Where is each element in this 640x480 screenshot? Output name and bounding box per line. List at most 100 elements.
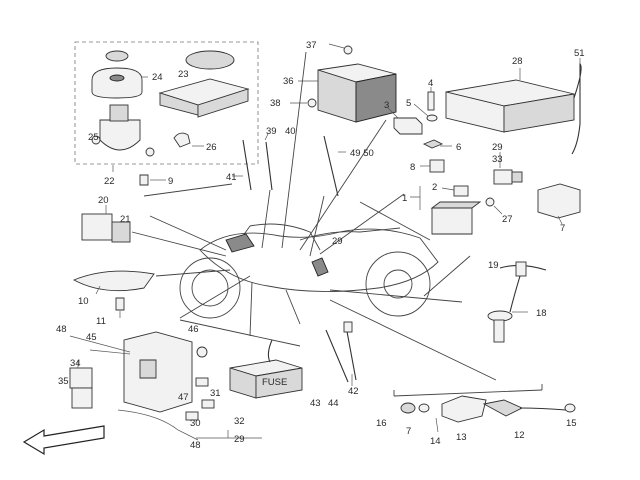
- leader-1-bracket: [410, 186, 421, 210]
- callout-4: 4: [428, 78, 433, 89]
- switch-12: [482, 399, 524, 417]
- harness-top: [232, 133, 346, 197]
- ecu-36-group: [290, 43, 397, 123]
- screw-37: [343, 45, 353, 55]
- callout-12: 12: [514, 430, 525, 441]
- relay-34: [69, 367, 93, 389]
- clamp-15: [564, 403, 576, 413]
- lead-q: [179, 319, 301, 347]
- leader-39: [264, 133, 269, 141]
- callout-29-bike: 29: [332, 236, 343, 247]
- callout-22: 22: [104, 176, 115, 187]
- callout-13: 13: [456, 432, 467, 443]
- bottom-right-bracket: [393, 389, 543, 397]
- leaders-to-bike: [131, 51, 497, 381]
- callout-40: 40: [285, 126, 296, 137]
- lead-d: [155, 269, 231, 277]
- lead-n: [179, 275, 251, 319]
- callout-20: 20: [98, 195, 109, 206]
- connector-19: [515, 261, 527, 277]
- fuse-2: [453, 185, 469, 197]
- direction-arrow-icon: [22, 425, 105, 456]
- callout-41: 41: [226, 172, 237, 183]
- sidestand-switch-group: [487, 261, 547, 343]
- leader-10: [95, 285, 101, 295]
- callout-51: 51: [574, 48, 585, 59]
- relay-20: [81, 213, 113, 241]
- leader-3: [387, 107, 399, 119]
- fairing-body: [199, 228, 439, 293]
- battery-group: [387, 58, 582, 235]
- lead-l: [329, 289, 463, 303]
- keyhole: [109, 74, 125, 82]
- callout-44: 44: [328, 398, 339, 409]
- fuse-box-group: FUSE: [185, 339, 303, 439]
- lead-j: [359, 201, 431, 241]
- starter-relay-top: [430, 201, 482, 209]
- steering-lock: [99, 119, 141, 151]
- grommet-16: [400, 402, 416, 414]
- callout-29-bottom: 29: [234, 434, 245, 445]
- relay-7: [537, 183, 581, 219]
- lead-p: [249, 281, 253, 337]
- arrow-shape: [22, 425, 105, 456]
- callout-37: 37: [306, 40, 317, 51]
- leader-29-bracket: [196, 430, 262, 439]
- callout-25: 25: [88, 132, 99, 143]
- callout-11: 11: [96, 316, 106, 327]
- cable-39-40: [242, 139, 273, 191]
- nut-5: [426, 114, 438, 122]
- leader-27: [493, 205, 503, 215]
- fuse-31: [195, 377, 209, 387]
- handlebar-switch-group: [393, 384, 576, 433]
- fuse-box-cable: [267, 339, 273, 363]
- callout-26: 26: [206, 142, 217, 153]
- lead-f: [281, 51, 307, 249]
- fuse-30: [185, 411, 199, 421]
- callout-1: 1: [402, 193, 407, 204]
- connector-33b: [511, 171, 523, 183]
- battery-front: [503, 93, 575, 133]
- regulator-47: [139, 359, 157, 379]
- turn-light-10: [72, 270, 155, 292]
- callout-18: 18: [536, 308, 547, 319]
- callout-19: 19: [488, 260, 499, 271]
- sensor-18: [487, 310, 513, 322]
- callout-10: 10: [78, 296, 89, 307]
- leader-2: [441, 187, 455, 191]
- callout-24: 24: [152, 72, 163, 83]
- main-switch-body: [91, 67, 143, 99]
- callout-48-bottom: 48: [190, 440, 201, 451]
- lead-c: [131, 231, 227, 257]
- strap-48: [117, 409, 199, 441]
- front-wheel: [179, 257, 241, 319]
- ignition-lock-group: [74, 41, 259, 172]
- callout-15: 15: [566, 418, 577, 429]
- callout-29-top: 29: [492, 142, 503, 153]
- tank-outline: [239, 223, 321, 251]
- callout-9: 9: [168, 176, 173, 187]
- relay-21: [111, 221, 131, 243]
- callout-46: 46: [188, 324, 199, 335]
- callout-21: 21: [120, 214, 131, 225]
- clip-6: [422, 139, 444, 149]
- fuse-box-front: [255, 367, 303, 399]
- lead-g: [309, 195, 325, 257]
- callout-16: 16: [376, 418, 387, 429]
- connector-44: [343, 321, 353, 333]
- callout-labels: 24 23 25 26 22 9 37 36 38 39 40 41 49 50…: [56, 40, 585, 451]
- lead-a: [143, 183, 233, 197]
- callout-45: 45: [86, 332, 97, 343]
- lead-e: [261, 189, 271, 249]
- switch-13: [441, 395, 487, 423]
- grommet-46: [196, 346, 208, 358]
- rear-hub: [383, 269, 413, 299]
- bolt-9: [139, 174, 149, 186]
- callout-38: 38: [270, 98, 281, 109]
- relay-26: [173, 132, 191, 148]
- leader-37: [328, 43, 345, 49]
- leader-5: [413, 103, 429, 117]
- bolt-4: [427, 91, 435, 111]
- callout-39: 39: [266, 126, 277, 137]
